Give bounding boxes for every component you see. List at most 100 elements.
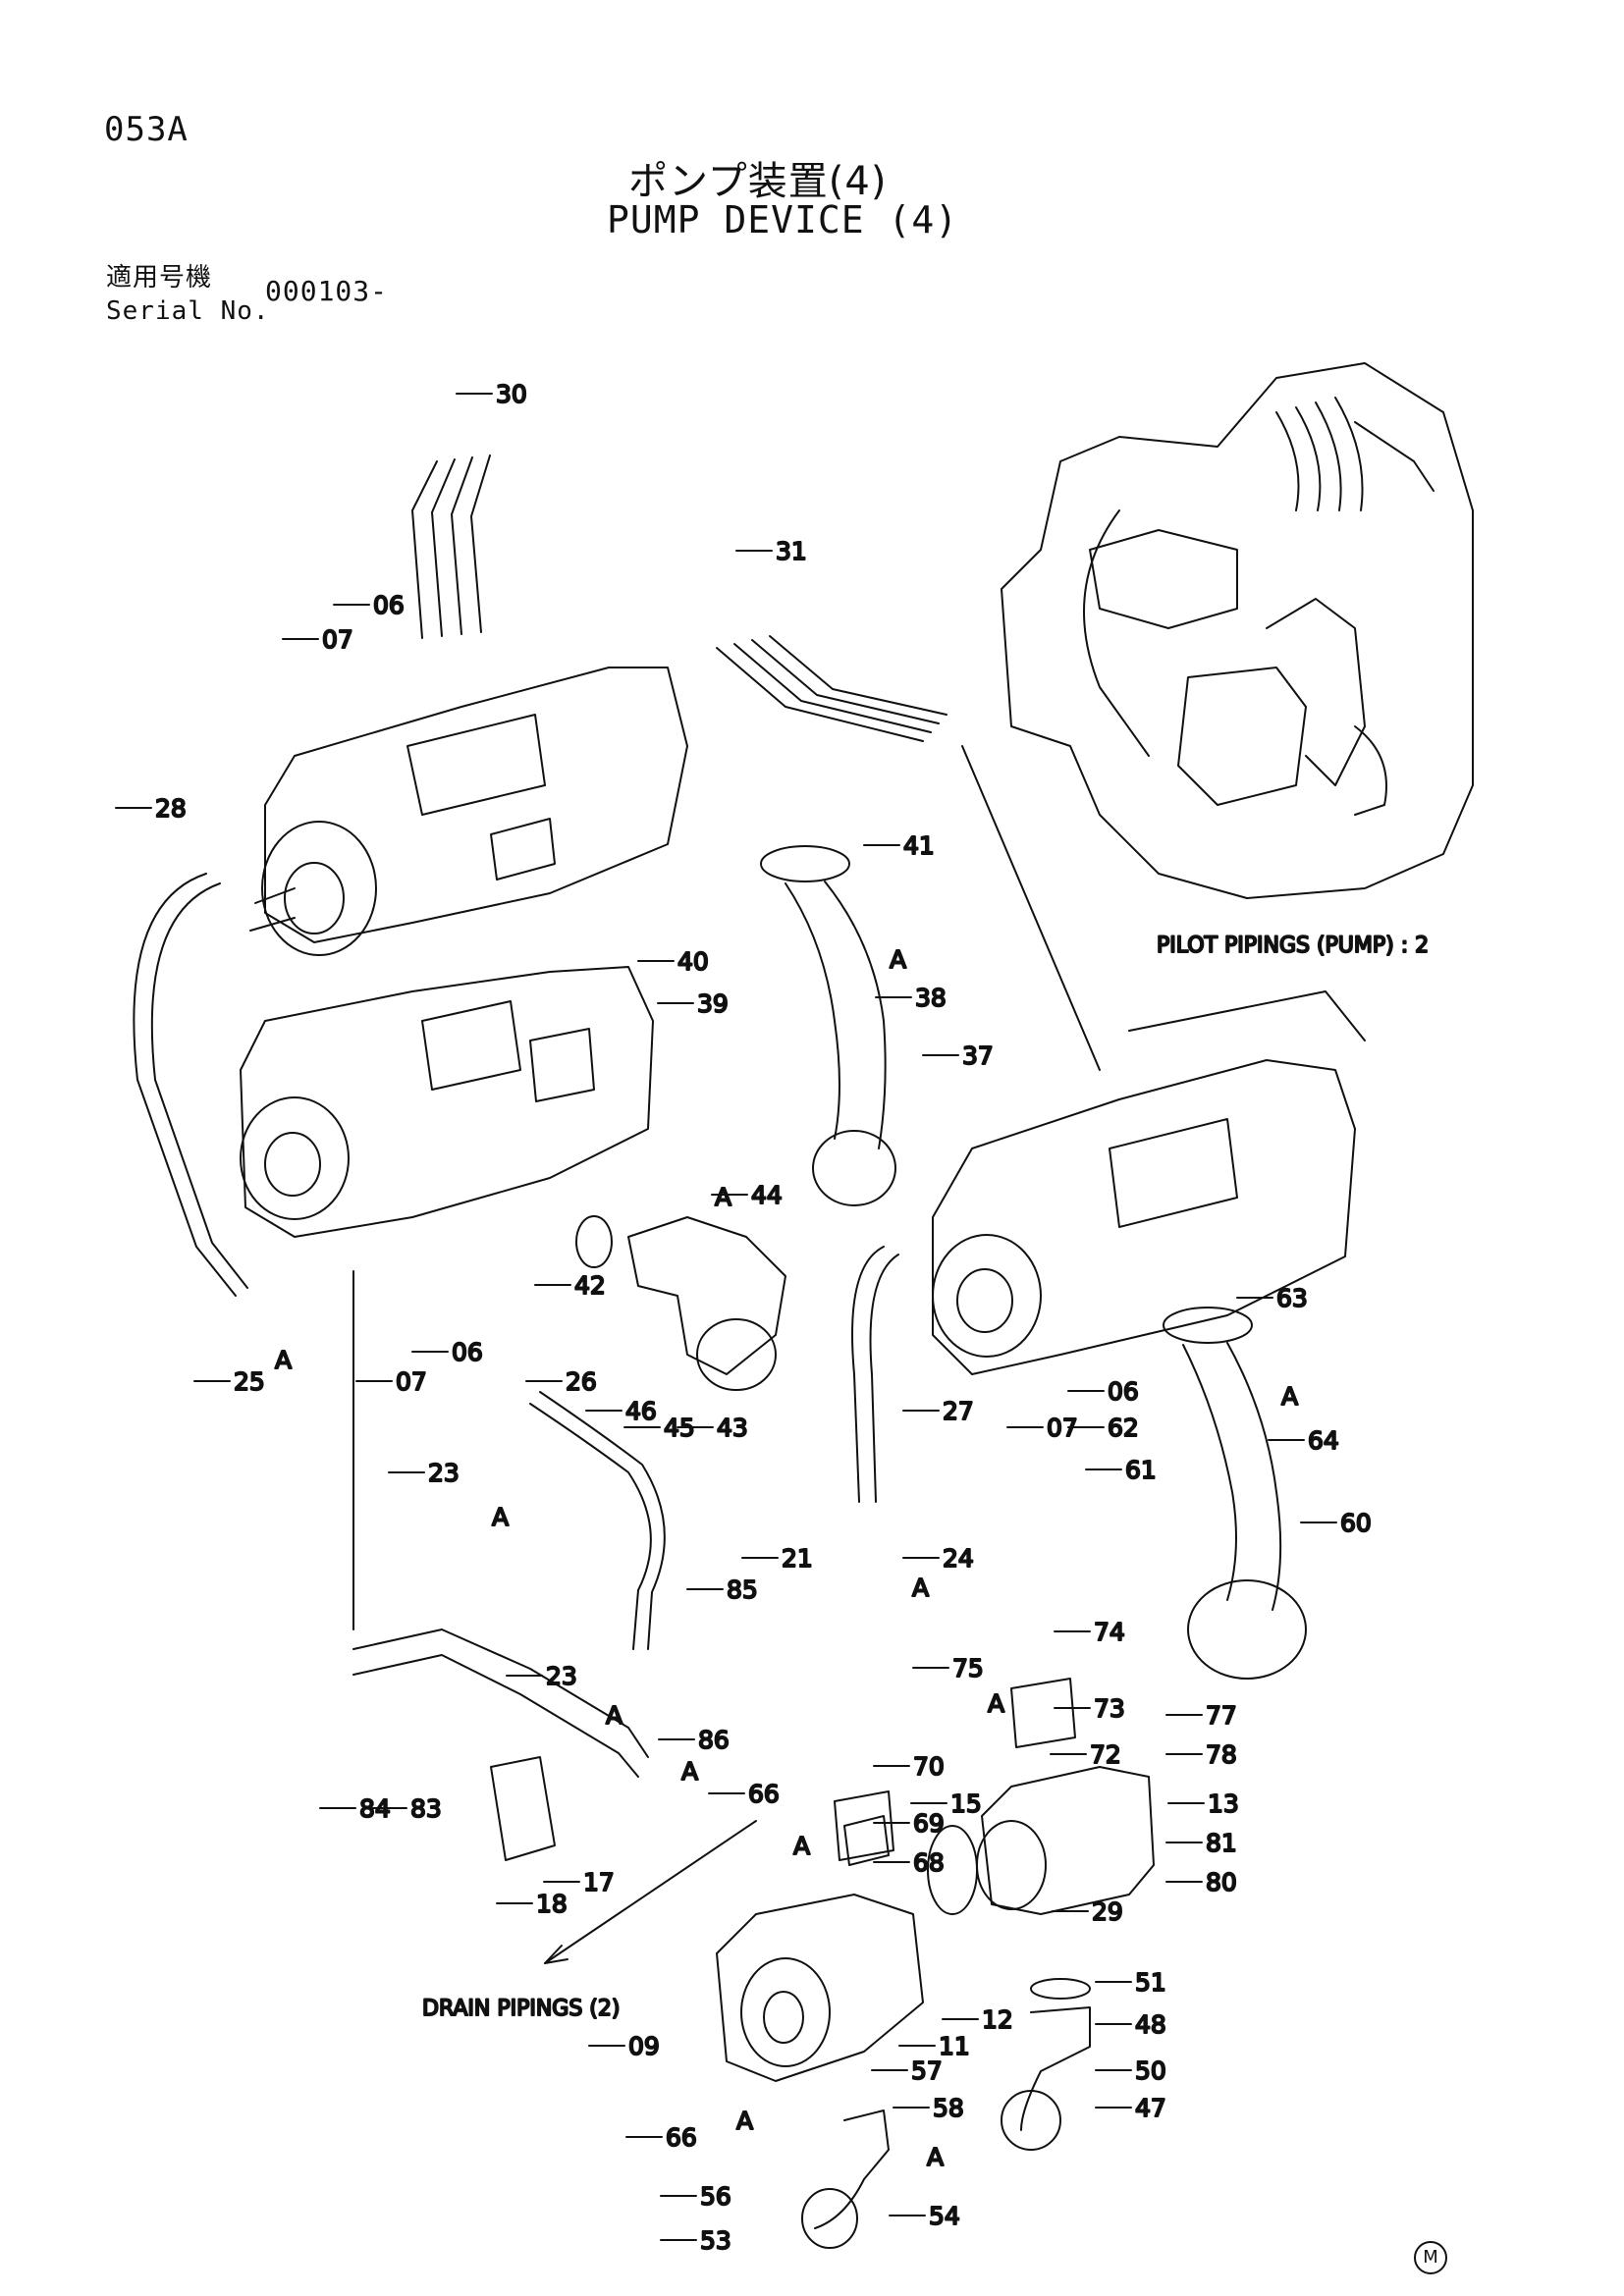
gear-pump-13 <box>927 1766 1155 1915</box>
block-73 <box>1010 1678 1076 1748</box>
part-label-28: 28 <box>155 794 187 823</box>
part-label-70: 70 <box>913 1752 945 1781</box>
part-label-39: 39 <box>697 989 729 1018</box>
part-label-26: 26 <box>566 1367 597 1396</box>
upper-pump-assembly <box>249 667 688 956</box>
part-label-81: 81 <box>1206 1829 1237 1857</box>
part-label-15: 15 <box>950 1789 982 1818</box>
part-label-73: 73 <box>1094 1694 1125 1723</box>
hose-27 <box>851 1246 885 1503</box>
part-label-66: 66 <box>748 1780 780 1808</box>
bracket-83 <box>490 1756 556 1861</box>
part-label-38: 38 <box>915 984 947 1012</box>
part-label-17: 17 <box>583 1868 615 1896</box>
main-pump-left <box>240 966 654 1238</box>
reference-letter: A <box>912 1574 929 1602</box>
part-label-21: 21 <box>782 1544 813 1573</box>
part-label-78: 78 <box>1206 1740 1237 1769</box>
part-label-61: 61 <box>1125 1456 1157 1484</box>
part-label-07: 07 <box>396 1367 427 1396</box>
pilot-hose-bundles <box>411 454 947 742</box>
drain-arrow <box>544 1820 757 1964</box>
reference-letter: A <box>1281 1382 1298 1411</box>
part-label-74: 74 <box>1094 1618 1125 1646</box>
suction-pipe-37 <box>760 845 896 1206</box>
manufacturer-mark: M <box>1414 2241 1447 2274</box>
part-label-72: 72 <box>1090 1740 1121 1769</box>
part-label-40: 40 <box>677 947 709 976</box>
part-label-43: 43 <box>717 1414 748 1442</box>
part-label-62: 62 <box>1108 1414 1139 1442</box>
reference-letter: A <box>890 945 906 974</box>
serial-number: 000103- <box>265 275 389 307</box>
reference-letter: A <box>736 2107 753 2135</box>
part-label-56: 56 <box>700 2182 731 2211</box>
pilot-pipings-note: PILOT PIPINGS (PUMP) : 2 <box>1157 934 1429 958</box>
block-69 <box>834 1790 894 1861</box>
part-label-77: 77 <box>1206 1701 1237 1730</box>
part-label-27: 27 <box>943 1397 974 1425</box>
part-label-69: 69 <box>913 1809 945 1838</box>
pipe-43 <box>575 1215 786 1391</box>
part-label-42: 42 <box>574 1271 606 1300</box>
part-label-31: 31 <box>776 537 807 565</box>
part-label-25: 25 <box>234 1367 265 1396</box>
part-label-11: 11 <box>939 2032 970 2060</box>
part-label-41: 41 <box>903 831 935 860</box>
part-label-23: 23 <box>546 1662 577 1690</box>
engine-context-illustration <box>1001 362 1474 899</box>
part-label-60: 60 <box>1340 1509 1372 1537</box>
part-label-46: 46 <box>625 1397 657 1425</box>
part-label-23: 23 <box>428 1459 460 1487</box>
part-label-53: 53 <box>700 2226 731 2255</box>
drain-pipe-assembly <box>352 1270 666 1778</box>
part-label-09: 09 <box>628 2032 660 2060</box>
part-label-18: 18 <box>536 1890 568 1918</box>
page-code: 053A <box>104 110 189 149</box>
part-label-83: 83 <box>410 1794 442 1823</box>
reference-letter: A <box>793 1832 810 1860</box>
hose-28 <box>133 873 237 1297</box>
part-label-57: 57 <box>911 2056 943 2085</box>
reference-letter: A <box>606 1701 623 1730</box>
part-label-47: 47 <box>1135 2094 1166 2122</box>
part-label-75: 75 <box>952 1654 984 1682</box>
elbow-54 <box>801 2109 890 2249</box>
part-label-51: 51 <box>1135 1968 1166 1997</box>
elbow-48 <box>1001 1978 1091 2151</box>
part-label-07: 07 <box>322 625 353 654</box>
part-label-06: 06 <box>452 1338 483 1366</box>
part-label-06: 06 <box>373 591 405 619</box>
part-label-44: 44 <box>751 1181 783 1209</box>
reference-letter: A <box>715 1183 731 1211</box>
part-label-06: 06 <box>1108 1377 1139 1406</box>
page-title-jp: ポンプ装置(4) <box>628 159 888 204</box>
part-label-66: 66 <box>666 2123 697 2152</box>
reference-letter: A <box>988 1689 1004 1718</box>
part-label-12: 12 <box>982 2005 1013 2034</box>
drain-pipings-note: DRAIN PIPINGS (2) <box>422 1997 620 2021</box>
part-label-24: 24 <box>943 1544 974 1573</box>
reference-letter: A <box>927 2143 944 2171</box>
part-label-64: 64 <box>1308 1426 1339 1455</box>
serial-label-jp: 適用号機 <box>106 263 213 293</box>
part-label-80: 80 <box>1206 1868 1237 1896</box>
main-pump-right <box>932 990 1366 1375</box>
part-label-13: 13 <box>1208 1789 1239 1818</box>
part-label-68: 68 <box>913 1848 945 1877</box>
part-label-86: 86 <box>698 1726 730 1754</box>
part-label-29: 29 <box>1092 1897 1123 1926</box>
part-label-50: 50 <box>1135 2056 1166 2085</box>
reference-letter: A <box>492 1503 509 1531</box>
part-label-37: 37 <box>962 1041 994 1070</box>
part-label-58: 58 <box>933 2094 964 2122</box>
part-label-63: 63 <box>1276 1284 1308 1312</box>
reference-letter: A <box>681 1757 698 1786</box>
reference-letter: A <box>275 1346 292 1374</box>
part-label-54: 54 <box>929 2202 960 2230</box>
serial-label-en: Serial No. <box>106 296 270 326</box>
pipe-60 <box>1163 1307 1307 1680</box>
part-label-85: 85 <box>727 1575 758 1604</box>
